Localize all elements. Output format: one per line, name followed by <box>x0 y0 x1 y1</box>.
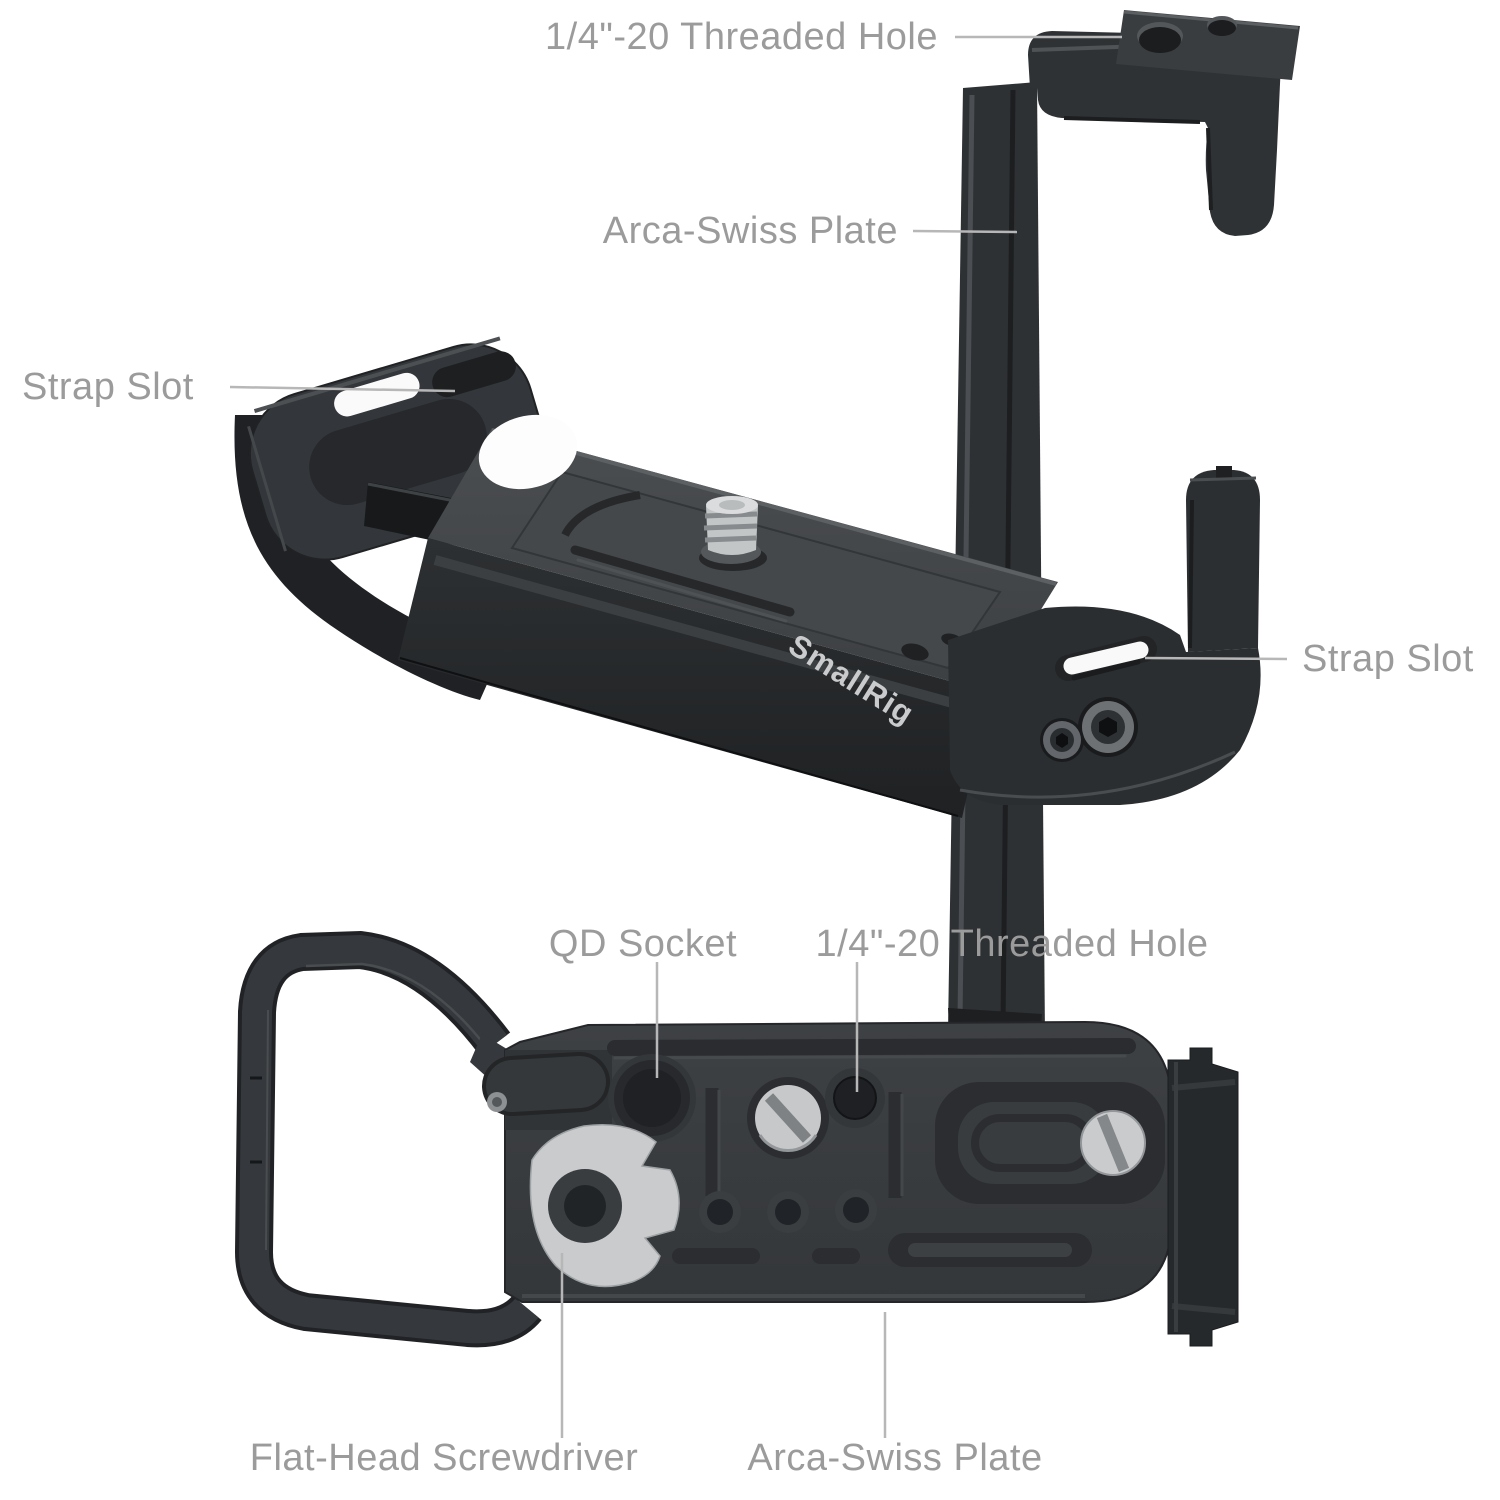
flathead-screw-center <box>747 1077 829 1159</box>
qd-socket-hole <box>608 1054 696 1142</box>
label-qd-socket: QD Socket <box>548 923 738 965</box>
leader-lines <box>229 35 1288 1438</box>
bottom-view <box>234 930 1239 1348</box>
label-arca-swiss-top: Arca-Swiss Plate <box>602 210 898 252</box>
strap-slot-cutout-right <box>1063 641 1149 675</box>
grip-through-hole <box>478 414 578 490</box>
label-strap-slot-right: Strap Slot <box>1302 638 1474 680</box>
foot-finger-hook <box>1186 470 1260 652</box>
label-threaded-hole-bottom: 1/4"-20 Threaded Hole <box>815 923 1209 965</box>
camera-fixing-screw <box>699 496 767 571</box>
cap-screw-small <box>1040 718 1084 762</box>
grip-loop-bottom <box>234 930 542 1348</box>
base-plate: SmallRig <box>398 414 1058 818</box>
mounting-holes-row <box>699 1189 877 1233</box>
label-strap-slot-left: Strap Slot <box>22 366 194 408</box>
top-cap-plate <box>1116 10 1300 80</box>
top-hook-arm <box>1028 31 1281 236</box>
perspective-view: SmallRig <box>234 10 1300 1040</box>
cap-screw-large <box>1078 697 1138 757</box>
leader-strap-slot-right <box>1144 656 1288 661</box>
qd-lever <box>482 1052 610 1116</box>
leader-strap-slot-left <box>229 385 456 393</box>
arca-clamp <box>1167 1047 1239 1347</box>
strap-slot-cutout-left <box>334 372 420 417</box>
label-threaded-hole-top: 1/4"-20 Threaded Hole <box>545 16 938 58</box>
label-flat-head-screwdriver: Flat-Head Screwdriver <box>249 1437 639 1479</box>
leader-arca-swiss-top <box>912 229 1018 234</box>
thumb-screw-ring <box>529 1123 680 1288</box>
label-arca-swiss-bottom: Arca-Swiss Plate <box>747 1437 1043 1479</box>
bottom-plate <box>482 1020 1173 1303</box>
arca-slot-recess <box>935 1082 1165 1204</box>
quarter-inch-threaded-hole <box>825 1068 885 1128</box>
right-foot <box>948 466 1261 805</box>
